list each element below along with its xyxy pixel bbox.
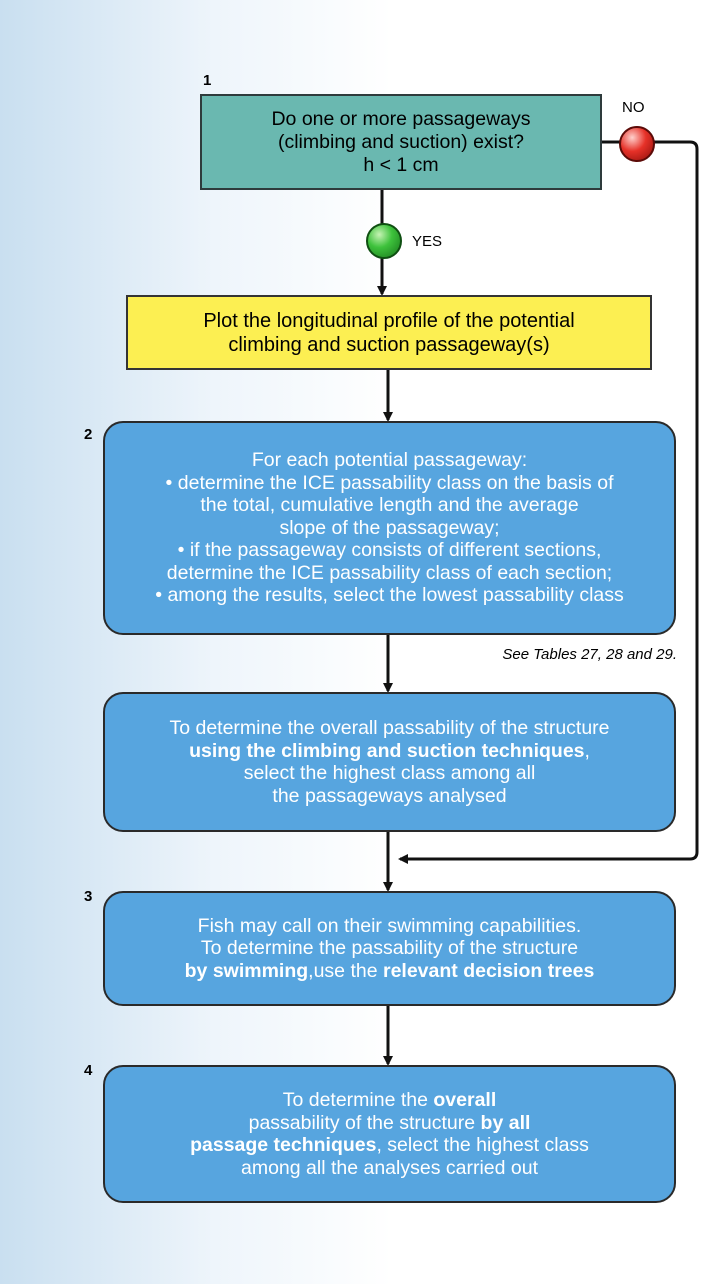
question-line: (climbing and suction) exist?	[277, 130, 525, 153]
passage-techniques-emphasis: passage techniques	[190, 1134, 377, 1156]
step4-line: To determine the overall	[282, 1089, 497, 1111]
by-all-emphasis: by all	[480, 1111, 531, 1134]
step4-line: passability of the structure by all	[248, 1111, 531, 1134]
swimming-emphasis: by swimming	[184, 959, 309, 982]
step2-line: slope of the passageway;	[279, 516, 500, 539]
climbing-emphasis: using the climbing and suction technique…	[189, 739, 585, 762]
tables-reference-note: See Tables 27, 28 and 29.	[502, 646, 677, 663]
step3-line: by swimming,use the relevant decision tr…	[184, 959, 595, 982]
plot-profile-box: Plot the longitudinal profile of the pot…	[126, 295, 652, 370]
step3-box: Fish may call on their swimming capabili…	[103, 891, 676, 1006]
step-number-3: 3	[84, 888, 93, 905]
question-box: Do one or more passageways (climbing and…	[200, 94, 602, 190]
climbing-line: To determine the overall passability of …	[169, 717, 610, 739]
no-branch-path	[398, 140, 699, 864]
climbing-suction-box: To determine the overall passability of …	[103, 692, 676, 832]
step2-line: • among the results, select the lowest p…	[155, 584, 624, 607]
plot-line: climbing and suction passageway(s)	[228, 333, 550, 356]
no-label: NO	[622, 99, 645, 116]
step2-line: the total, cumulative length and the ave…	[200, 494, 579, 517]
yes-indicator-icon	[366, 223, 402, 259]
question-line: Do one or more passageways	[271, 107, 531, 130]
step2-line: • if the passageway consists of differen…	[177, 539, 602, 562]
overall-emphasis: overall	[433, 1089, 497, 1111]
step-number-2: 2	[84, 426, 93, 443]
question-line: h < 1 cm	[363, 153, 439, 176]
step4-box: To determine the overall passability of …	[103, 1065, 676, 1203]
yes-label: YES	[412, 233, 443, 250]
step2-box: For each potential passageway: • determi…	[103, 421, 676, 635]
step2-line: determine the ICE passability class of e…	[166, 561, 613, 584]
no-indicator-icon	[619, 126, 655, 162]
step-number-4: 4	[84, 1062, 93, 1079]
step3-line: Fish may call on their swimming capabili…	[197, 914, 582, 937]
climbing-line: the passageways analysed	[272, 784, 507, 807]
step-number-1: 1	[203, 72, 212, 89]
step3-line: To determine the passability of the stru…	[200, 937, 579, 960]
step4-line: passage techniques, select the highest c…	[190, 1134, 589, 1156]
decision-trees-emphasis: relevant decision trees	[382, 959, 595, 982]
step2-line: For each potential passageway:	[251, 449, 528, 472]
climbing-line: using the climbing and suction technique…	[189, 739, 590, 762]
plot-line: Plot the longitudinal profile of the pot…	[203, 309, 575, 332]
step4-line: among all the analyses carried out	[240, 1156, 538, 1179]
climbing-line: select the highest class among all	[243, 762, 536, 784]
step2-line: • determine the ICE passability class on…	[165, 471, 614, 494]
